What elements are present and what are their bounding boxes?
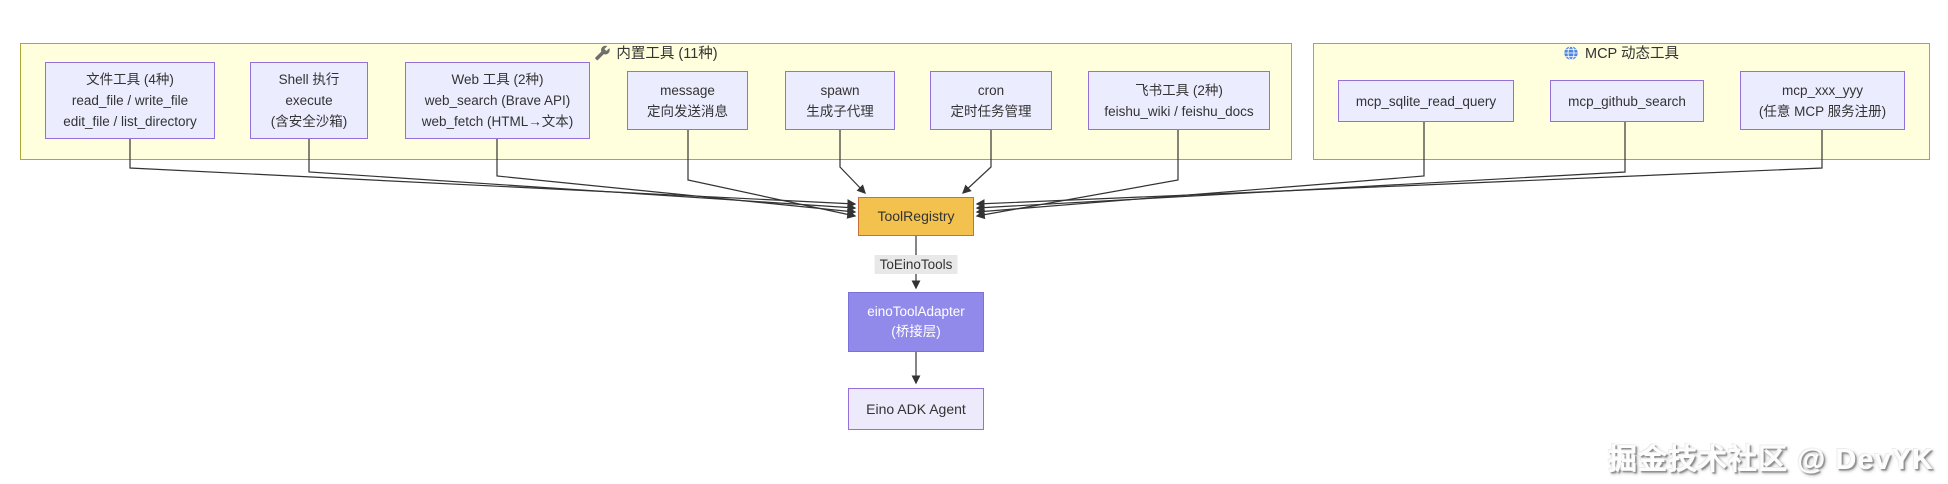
node-line: execute (285, 93, 333, 108)
node-line: (桥接层) (891, 324, 941, 339)
edge-cron-to-registry (962, 130, 992, 194)
node-feishu-tool: 飞书工具 (2种) feishu_wiki / feishu_docs (1088, 71, 1270, 130)
node-line: Web 工具 (2种) (451, 72, 544, 87)
group-builtin-tools-title: 内置工具 (11种) (616, 46, 718, 62)
node-mcp-github-search: mcp_github_search (1550, 80, 1704, 122)
node-line: 飞书工具 (2种) (1135, 82, 1223, 98)
node-files-tool: 文件工具 (4种) read_file / write_file edit_fi… (45, 62, 215, 139)
edge-spawn-to-registry (839, 130, 866, 194)
edge-message-to-registry (687, 130, 857, 219)
group-builtin-tools-label: 内置工具 (11种) (594, 42, 718, 63)
node-line: 定时任务管理 (950, 103, 1032, 119)
node-spawn-tool: spawn 生成子代理 (785, 71, 895, 130)
edge-shell-to-registry (308, 139, 857, 212)
edge-files-to-registry (129, 139, 857, 209)
node-web-tool: Web 工具 (2种) web_search (Brave API) web_f… (405, 62, 590, 139)
node-line: 生成子代理 (806, 103, 874, 119)
node-mcp-xxx-yyy: mcp_xxx_yyy (任意 MCP 服务注册) (1740, 71, 1905, 130)
node-cron-tool: cron 定时任务管理 (930, 71, 1052, 130)
node-line: mcp_xxx_yyy (1781, 82, 1864, 98)
watermark-text: 掘金技术社区 @ DevYK (1608, 444, 1934, 476)
node-line: Eino ADK Agent (866, 400, 966, 417)
node-line: cron (977, 82, 1005, 98)
node-line: (含安全沙箱) (270, 114, 348, 129)
node-line: feishu_wiki / feishu_docs (1104, 103, 1254, 119)
group-mcp-tools-title: MCP 动态工具 (1585, 46, 1679, 62)
edge-mcp-xxx-to-registry (975, 130, 1823, 209)
edge-mcp-github-to-registry (975, 122, 1626, 213)
node-tool-registry: ToolRegistry (858, 197, 974, 236)
node-eino-tool-adapter: einoToolAdapter (桥接层) (848, 292, 984, 352)
edge-mcp-sqlite-to-registry (975, 122, 1425, 216)
node-line: Shell 执行 (278, 72, 340, 87)
node-mcp-sqlite-read-query: mcp_sqlite_read_query (1338, 80, 1514, 122)
node-line: mcp_github_search (1568, 93, 1686, 109)
node-line: web_fetch (HTML→文本) (421, 114, 574, 129)
edge-web-to-registry (496, 139, 857, 216)
node-shell-tool: Shell 执行 execute (含安全沙箱) (250, 62, 368, 139)
node-message-tool: message 定向发送消息 (627, 71, 748, 130)
node-line: ToolRegistry (877, 208, 955, 224)
node-line: 定向发送消息 (647, 103, 728, 119)
node-line: read_file / write_file (71, 93, 189, 108)
node-line: edit_file / list_directory (63, 114, 197, 129)
globe-icon (1563, 45, 1579, 61)
wrench-icon (594, 45, 610, 61)
node-line: spawn (820, 82, 860, 98)
node-line: web_search (Brave API) (424, 93, 571, 108)
node-line: (任意 MCP 服务注册) (1758, 103, 1887, 119)
node-eino-adk-agent: Eino ADK Agent (848, 388, 984, 430)
edge-label-to-eino-tools: ToEinoTools (874, 255, 958, 274)
node-line: 文件工具 (4种) (86, 72, 174, 87)
node-line: mcp_sqlite_read_query (1355, 93, 1497, 109)
node-line: einoToolAdapter (867, 304, 965, 319)
group-mcp-tools-label: MCP 动态工具 (1563, 42, 1679, 63)
node-line: message (660, 82, 715, 98)
